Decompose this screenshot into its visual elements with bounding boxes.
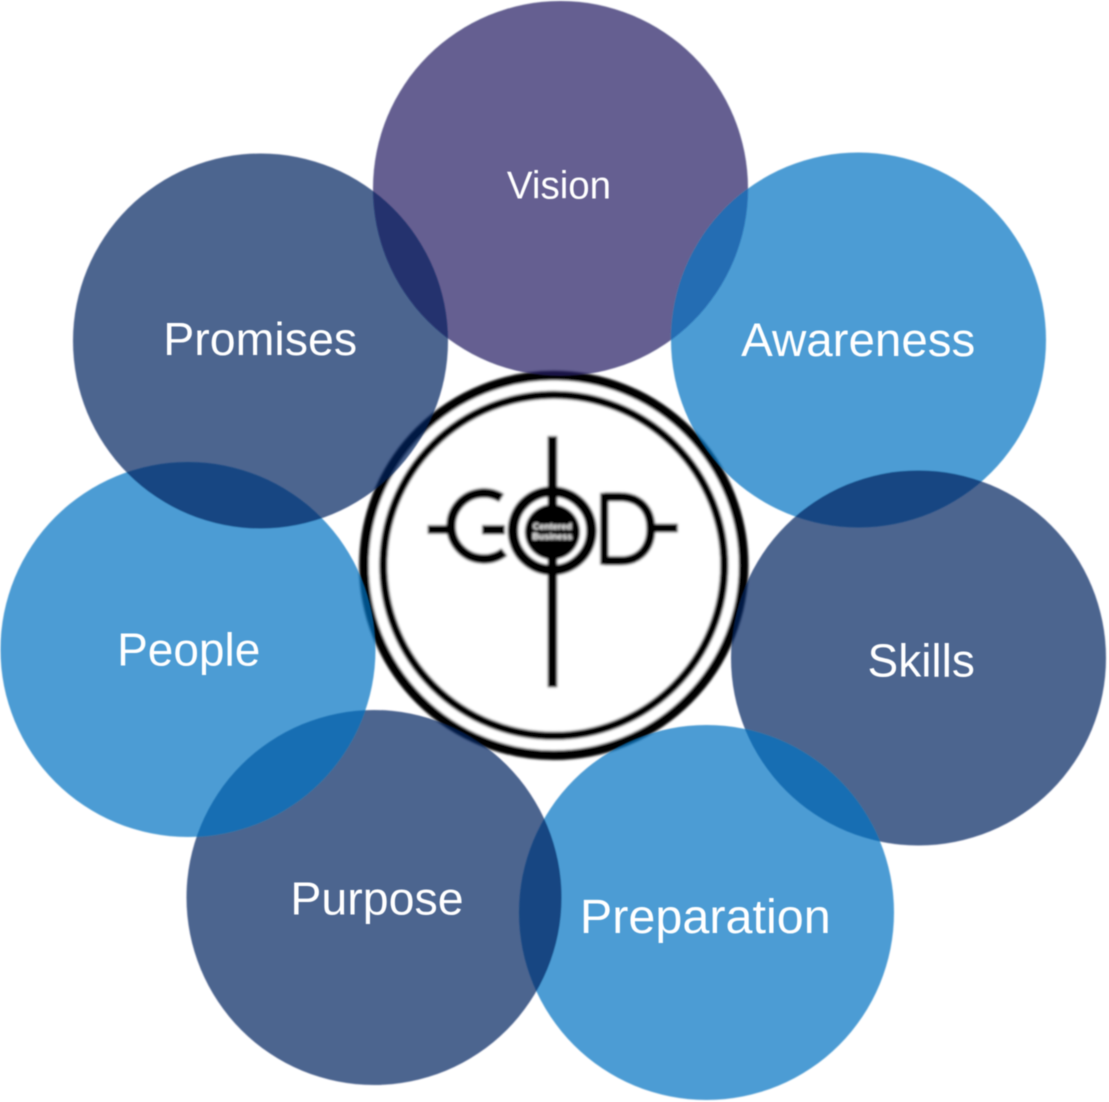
svg-text:People: People bbox=[117, 624, 260, 676]
svg-text:Vision: Vision bbox=[507, 165, 611, 208]
svg-text:Purpose: Purpose bbox=[290, 873, 463, 925]
svg-text:Preparation: Preparation bbox=[580, 890, 831, 944]
svg-text:Business: Business bbox=[532, 532, 572, 542]
svg-text:Awareness: Awareness bbox=[741, 314, 975, 367]
svg-text:Centered: Centered bbox=[533, 522, 572, 532]
svg-text:Skills: Skills bbox=[868, 635, 975, 687]
svg-text:Promises: Promises bbox=[163, 313, 357, 365]
